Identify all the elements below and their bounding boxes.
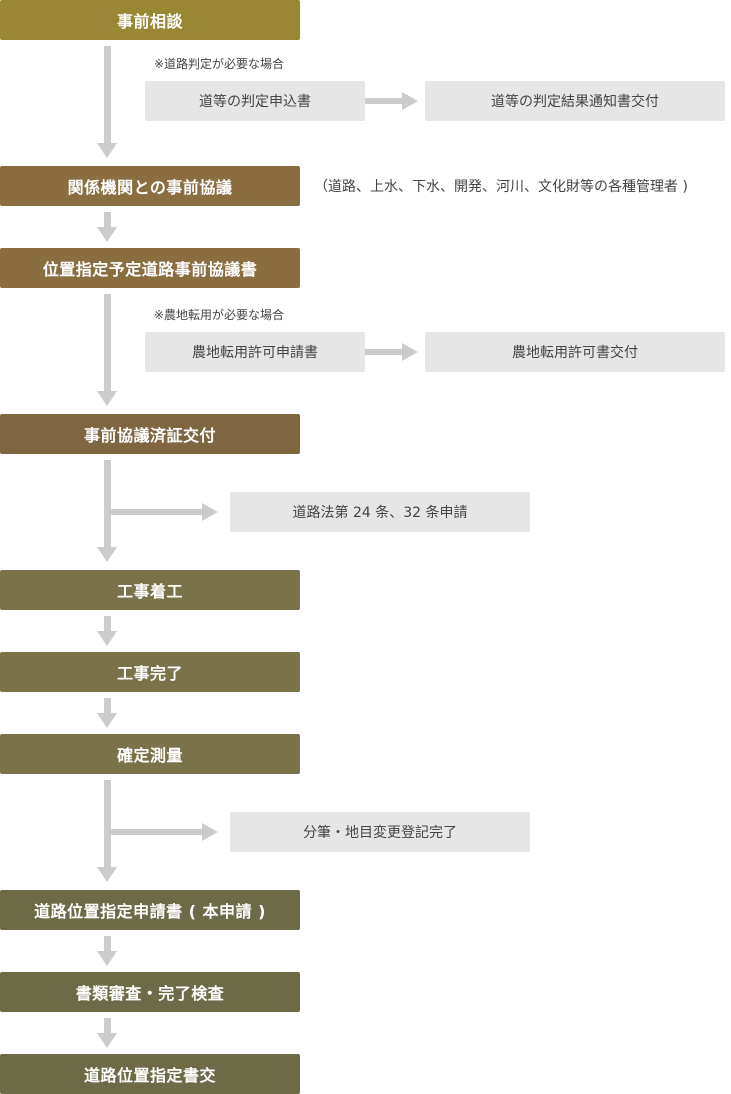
branch-line bbox=[365, 98, 403, 104]
arrow-right-icon bbox=[202, 823, 218, 841]
step-construction-complete: 工事完了 bbox=[0, 652, 300, 692]
arrow-down-icon bbox=[97, 391, 117, 406]
arrow-down-icon bbox=[97, 867, 117, 882]
step-designation-issued: 道路位置指定書交 bbox=[0, 1054, 300, 1094]
arrow-down-icon bbox=[97, 713, 117, 728]
arrow-down-icon bbox=[97, 951, 117, 966]
step-construction-start: 工事着工 bbox=[0, 570, 300, 610]
arrow-down-icon bbox=[97, 631, 117, 646]
arrow-right-icon bbox=[402, 92, 418, 110]
consultation-parties-text: （道路、上水、下水、開発、河川、文化財等の各種管理者 ) bbox=[314, 179, 688, 195]
connector-line bbox=[104, 936, 111, 952]
connector-line bbox=[104, 212, 111, 228]
step-prior-consultation-document: 位置指定予定道路事前協議書 bbox=[0, 248, 300, 288]
branch-line bbox=[111, 509, 203, 515]
step-final-survey: 確定測量 bbox=[0, 734, 300, 774]
road-act-application-box: 道路法第 24 条、32 条申請 bbox=[230, 492, 530, 532]
road-judgement-result-box: 道等の判定結果通知書交付 bbox=[425, 81, 725, 121]
parcel-registration-box: 分筆・地目変更登記完了 bbox=[230, 812, 530, 852]
step-prior-consultation: 事前相談 bbox=[0, 0, 300, 40]
connector-line bbox=[104, 780, 111, 868]
connector-line bbox=[104, 616, 111, 632]
connector-line bbox=[104, 46, 111, 144]
step-consultation-certificate: 事前協議済証交付 bbox=[0, 414, 300, 454]
arrow-down-icon bbox=[97, 547, 117, 562]
agricultural-permit-issued-box: 農地転用許可書交付 bbox=[425, 332, 725, 372]
agricultural-permit-request-box: 農地転用許可申請書 bbox=[145, 332, 365, 372]
connector-line bbox=[104, 294, 111, 392]
connector-line bbox=[104, 1018, 111, 1034]
arrow-down-icon bbox=[97, 227, 117, 242]
step-main-application: 道路位置指定申請書 ( 本申請 ) bbox=[0, 890, 300, 930]
connector-line bbox=[104, 698, 111, 714]
step-document-inspection: 書類審査・完了検査 bbox=[0, 972, 300, 1012]
step-agency-consultation: 関係機関との事前協議 bbox=[0, 166, 300, 206]
branch-line bbox=[111, 829, 203, 835]
road-judgement-request-box: 道等の判定申込書 bbox=[145, 81, 365, 121]
road-judgement-note: ※道路判定が必要な場合 bbox=[154, 57, 285, 71]
agricultural-conversion-note: ※農地転用が必要な場合 bbox=[154, 308, 285, 322]
arrow-down-icon bbox=[97, 143, 117, 158]
arrow-right-icon bbox=[402, 343, 418, 361]
arrow-right-icon bbox=[202, 503, 218, 521]
arrow-down-icon bbox=[97, 1033, 117, 1048]
connector-line bbox=[104, 460, 111, 548]
branch-line bbox=[365, 349, 403, 355]
